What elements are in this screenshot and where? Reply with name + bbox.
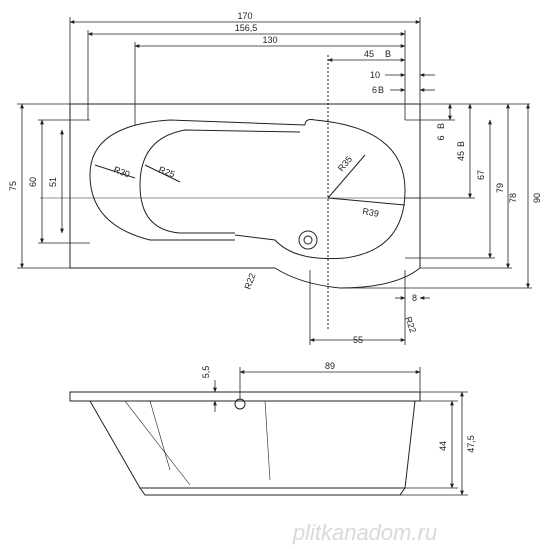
dim-overall-length: 170 xyxy=(237,11,252,21)
dim-depth-b: 47,5 xyxy=(466,435,476,453)
tub-outline xyxy=(69,103,421,289)
drain xyxy=(298,230,318,250)
dim-right-offset-b: 45 xyxy=(456,151,466,161)
side-view xyxy=(69,391,421,496)
dim-8: 8 xyxy=(412,293,417,303)
dim-basin-length: 130 xyxy=(262,35,277,45)
dim-offset-c: 6 xyxy=(372,85,377,95)
dim-drain-offset: 45 xyxy=(364,49,374,59)
side-rim xyxy=(69,391,421,402)
dim-right-offset-a: 6 xyxy=(436,135,446,140)
dim-total-width: 90 xyxy=(532,193,542,203)
dim-55: 55 xyxy=(353,335,363,345)
basin-inner-left xyxy=(139,129,301,234)
dim-depth-a: 44 xyxy=(438,441,448,451)
right-dimensions xyxy=(340,103,532,289)
dim-inner-length: 156,5 xyxy=(235,23,258,33)
dim-b-suffix-4: B xyxy=(456,141,466,147)
basin-left xyxy=(89,119,306,241)
dim-width-c: 78 xyxy=(508,193,518,203)
dim-inner-width: 60 xyxy=(28,177,38,187)
radius-r25: R25 xyxy=(157,164,176,179)
left-dimensions xyxy=(17,103,90,269)
radius-r39: R39 xyxy=(362,206,380,219)
radius-r30: R30 xyxy=(112,164,131,179)
top-dimensions xyxy=(69,17,435,345)
dim-width-b: 79 xyxy=(495,183,505,193)
dim-width-a: 67 xyxy=(476,170,486,180)
radius-r22-left: R22 xyxy=(242,272,257,291)
top-view xyxy=(40,55,421,330)
dim-b-suffix-2: B xyxy=(378,85,384,95)
side-dimensions xyxy=(213,367,468,496)
dim-offset-b: 10 xyxy=(370,70,380,80)
dim-basin-width: 51 xyxy=(48,177,58,187)
dim-drain-to-end: 89 xyxy=(325,361,335,371)
side-body xyxy=(89,400,416,489)
watermark: plitkanadom.ru xyxy=(292,520,437,545)
dim-b-suffix: B xyxy=(385,49,391,59)
basin-right xyxy=(234,119,406,260)
dim-rim-height: 5,5 xyxy=(201,366,211,379)
dim-b-suffix-3: B xyxy=(436,123,446,129)
dim-overall-width: 75 xyxy=(8,181,18,191)
